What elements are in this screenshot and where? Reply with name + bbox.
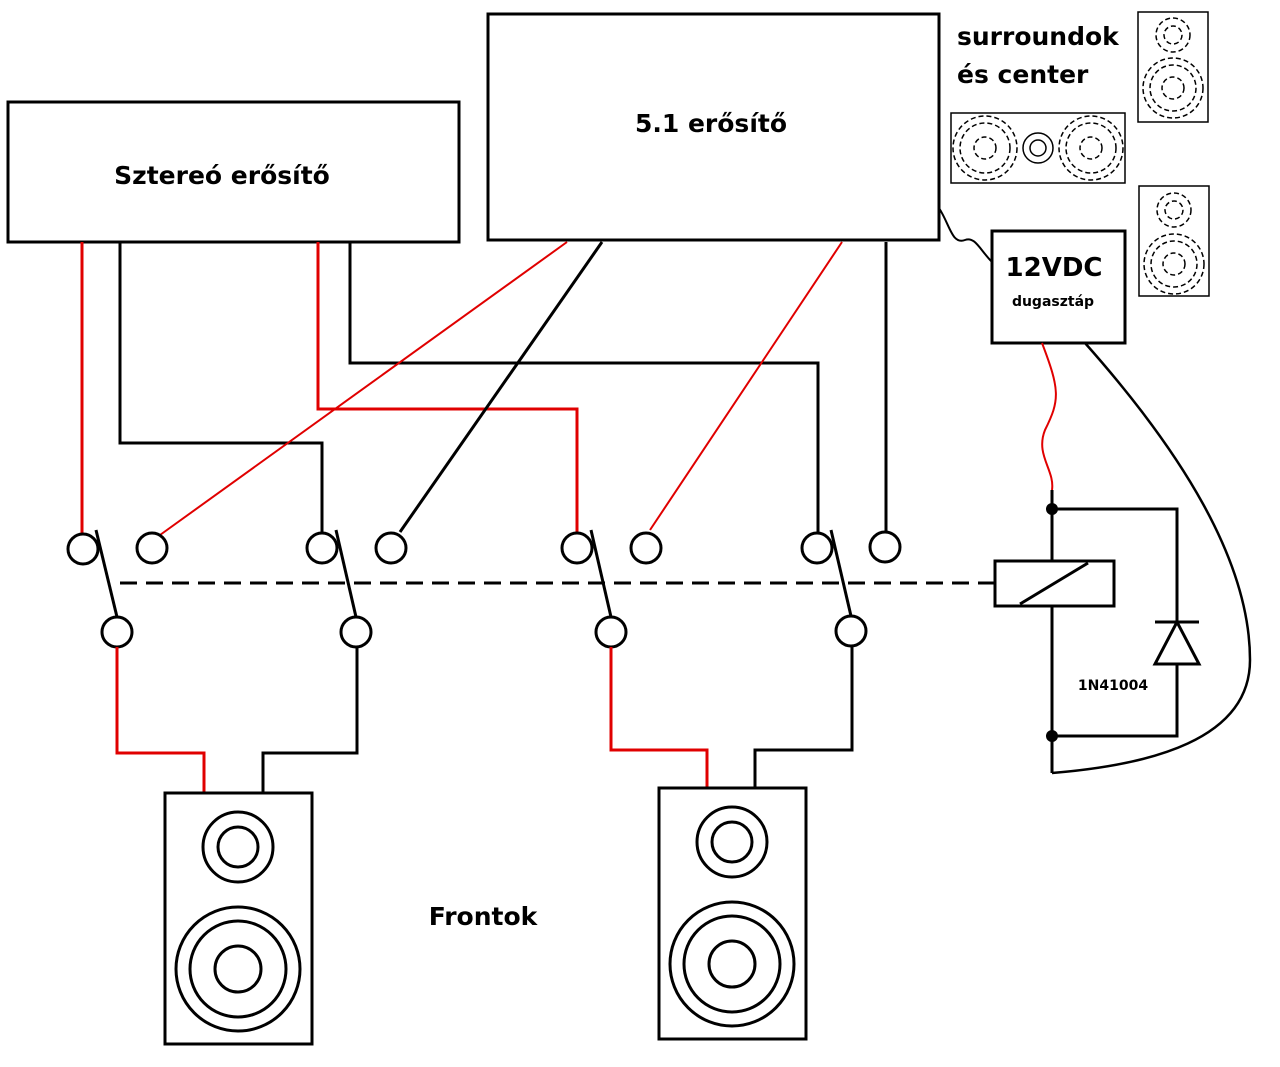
power-supply-12vdc: 12VDC dugasztáp (990, 229, 1127, 345)
surround-amp-wires (159, 241, 888, 536)
stereo-amp-label: Sztereó erősítő (114, 161, 330, 190)
amp-51-label: 5.1 erősítő (635, 109, 787, 138)
relay-contacts (66, 529, 902, 649)
psu-subtitle: dugasztáp (1012, 294, 1094, 310)
surround-label-2: és center (957, 60, 1089, 89)
center-speaker (950, 112, 1126, 184)
surround-label-1: surroundok (957, 22, 1120, 51)
front-speaker-wires (115, 646, 854, 793)
psu-title: 12VDC (1006, 253, 1103, 283)
psu-mains-cable (938, 207, 993, 263)
diode-icon (1152, 618, 1202, 666)
front-speaker-right (657, 786, 808, 1041)
surround-speaker-left (1137, 11, 1209, 123)
stereo-wires (80, 242, 820, 535)
relay-coil-circuit: 1N41004 (993, 342, 1252, 775)
stereo-amplifier: Sztereó erősítő (6, 100, 461, 244)
surround-speaker-right (1138, 185, 1210, 297)
diode-label: 1N41004 (1078, 678, 1148, 694)
amplifier-5-1: 5.1 erősítő (486, 12, 941, 242)
fronts-label: Frontok (429, 902, 539, 931)
front-speaker-left (163, 791, 314, 1046)
